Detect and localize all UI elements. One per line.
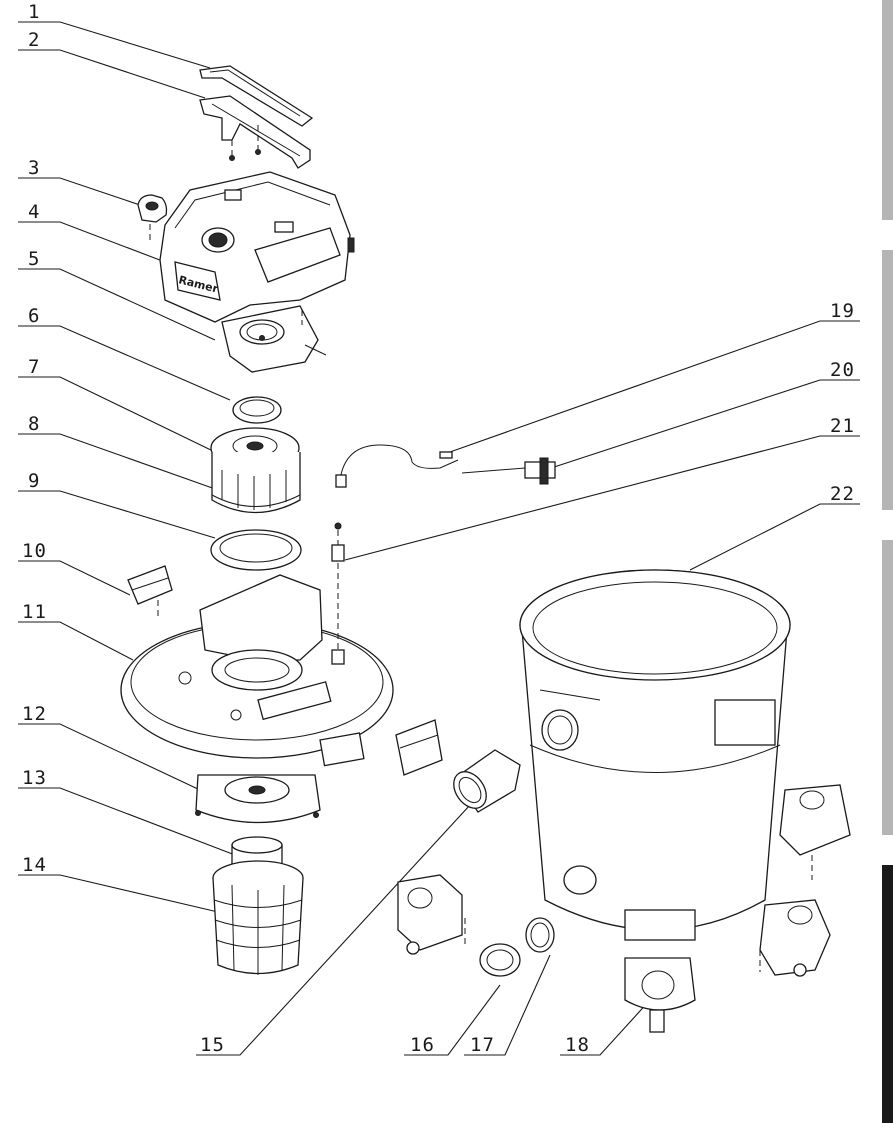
caster-foot-right-top bbox=[779, 784, 851, 880]
part-17-o-ring bbox=[525, 917, 555, 953]
callout-label-7: 7 bbox=[28, 356, 40, 378]
part-11-lid bbox=[120, 574, 394, 767]
section-tab-3 bbox=[882, 540, 893, 835]
part-19-cord bbox=[335, 444, 459, 488]
callout-10: 10 bbox=[18, 540, 131, 596]
callout-label-13: 13 bbox=[22, 767, 47, 789]
callout-12: 12 bbox=[18, 703, 201, 791]
callout-21: 21 bbox=[344, 415, 860, 561]
callout-6: 6 bbox=[18, 305, 231, 401]
part-6-gasket bbox=[232, 396, 282, 424]
part-4-motor-cover: Ramer bbox=[159, 171, 355, 323]
part-15-hose-connector bbox=[453, 749, 521, 813]
callout-label-12: 12 bbox=[22, 703, 47, 725]
callout-20: 20 bbox=[544, 359, 860, 471]
part-5-motor-base bbox=[221, 305, 327, 373]
part-18-caster-foot bbox=[624, 957, 696, 1033]
caster-foot-left bbox=[397, 874, 466, 955]
part-1-handle-grip bbox=[199, 65, 314, 127]
callout-4: 4 bbox=[18, 201, 166, 263]
callout-7: 7 bbox=[18, 356, 216, 453]
callout-8: 8 bbox=[18, 413, 219, 491]
callout-label-17: 17 bbox=[470, 1034, 495, 1056]
callout-18: 18 bbox=[560, 999, 651, 1056]
part-22-tank bbox=[519, 569, 791, 941]
callout-label-8: 8 bbox=[28, 413, 40, 435]
part-10-latch bbox=[127, 565, 173, 620]
callout-label-3: 3 bbox=[28, 157, 40, 179]
callout-3: 3 bbox=[18, 157, 141, 206]
part-21-cord-clip bbox=[331, 522, 345, 665]
part-20-switch bbox=[461, 457, 556, 485]
caster-foot-right-bottom bbox=[759, 899, 831, 977]
callout-22: 22 bbox=[689, 483, 860, 571]
callout-19: 19 bbox=[449, 300, 860, 453]
callout-label-2: 2 bbox=[28, 29, 40, 51]
part-12-filter-cage-base bbox=[195, 774, 321, 824]
part-10-latch-right bbox=[395, 719, 443, 776]
callout-13: 13 bbox=[18, 767, 236, 856]
callout-label-11: 11 bbox=[22, 601, 47, 623]
section-tab-4-active bbox=[882, 865, 893, 1123]
callout-15: 15 bbox=[196, 804, 471, 1056]
part-9-seal-ring bbox=[210, 529, 302, 571]
callout-label-14: 14 bbox=[22, 854, 47, 876]
callout-label-10: 10 bbox=[22, 540, 47, 562]
part-2-handle bbox=[199, 95, 311, 191]
part-16-drain-cap bbox=[479, 943, 521, 977]
callout-label-9: 9 bbox=[28, 470, 40, 492]
callout-14: 14 bbox=[18, 854, 219, 913]
section-tab-2 bbox=[882, 250, 893, 510]
callout-label-22: 22 bbox=[830, 483, 855, 505]
callout-label-1: 1 bbox=[28, 1, 40, 23]
section-tab-1 bbox=[882, 0, 893, 220]
callout-label-21: 21 bbox=[830, 415, 855, 437]
callout-2: 2 bbox=[18, 29, 206, 99]
callout-17: 17 bbox=[464, 954, 551, 1056]
callout-label-18: 18 bbox=[565, 1034, 590, 1056]
callout-label-16: 16 bbox=[410, 1034, 435, 1056]
callout-label-4: 4 bbox=[28, 201, 40, 223]
callout-16: 16 bbox=[404, 984, 501, 1056]
callout-11: 11 bbox=[18, 601, 134, 661]
callout-5: 5 bbox=[18, 248, 216, 341]
callout-9: 9 bbox=[18, 470, 216, 539]
callout-label-20: 20 bbox=[830, 359, 855, 381]
part-3-knob bbox=[137, 194, 168, 240]
part-14-filter-cage bbox=[212, 860, 304, 975]
callout-1: 1 bbox=[18, 1, 211, 69]
callout-label-6: 6 bbox=[28, 305, 40, 327]
part-8-motor bbox=[211, 452, 301, 514]
callout-label-19: 19 bbox=[830, 300, 855, 322]
callout-label-15: 15 bbox=[200, 1034, 225, 1056]
callout-label-5: 5 bbox=[28, 248, 40, 270]
